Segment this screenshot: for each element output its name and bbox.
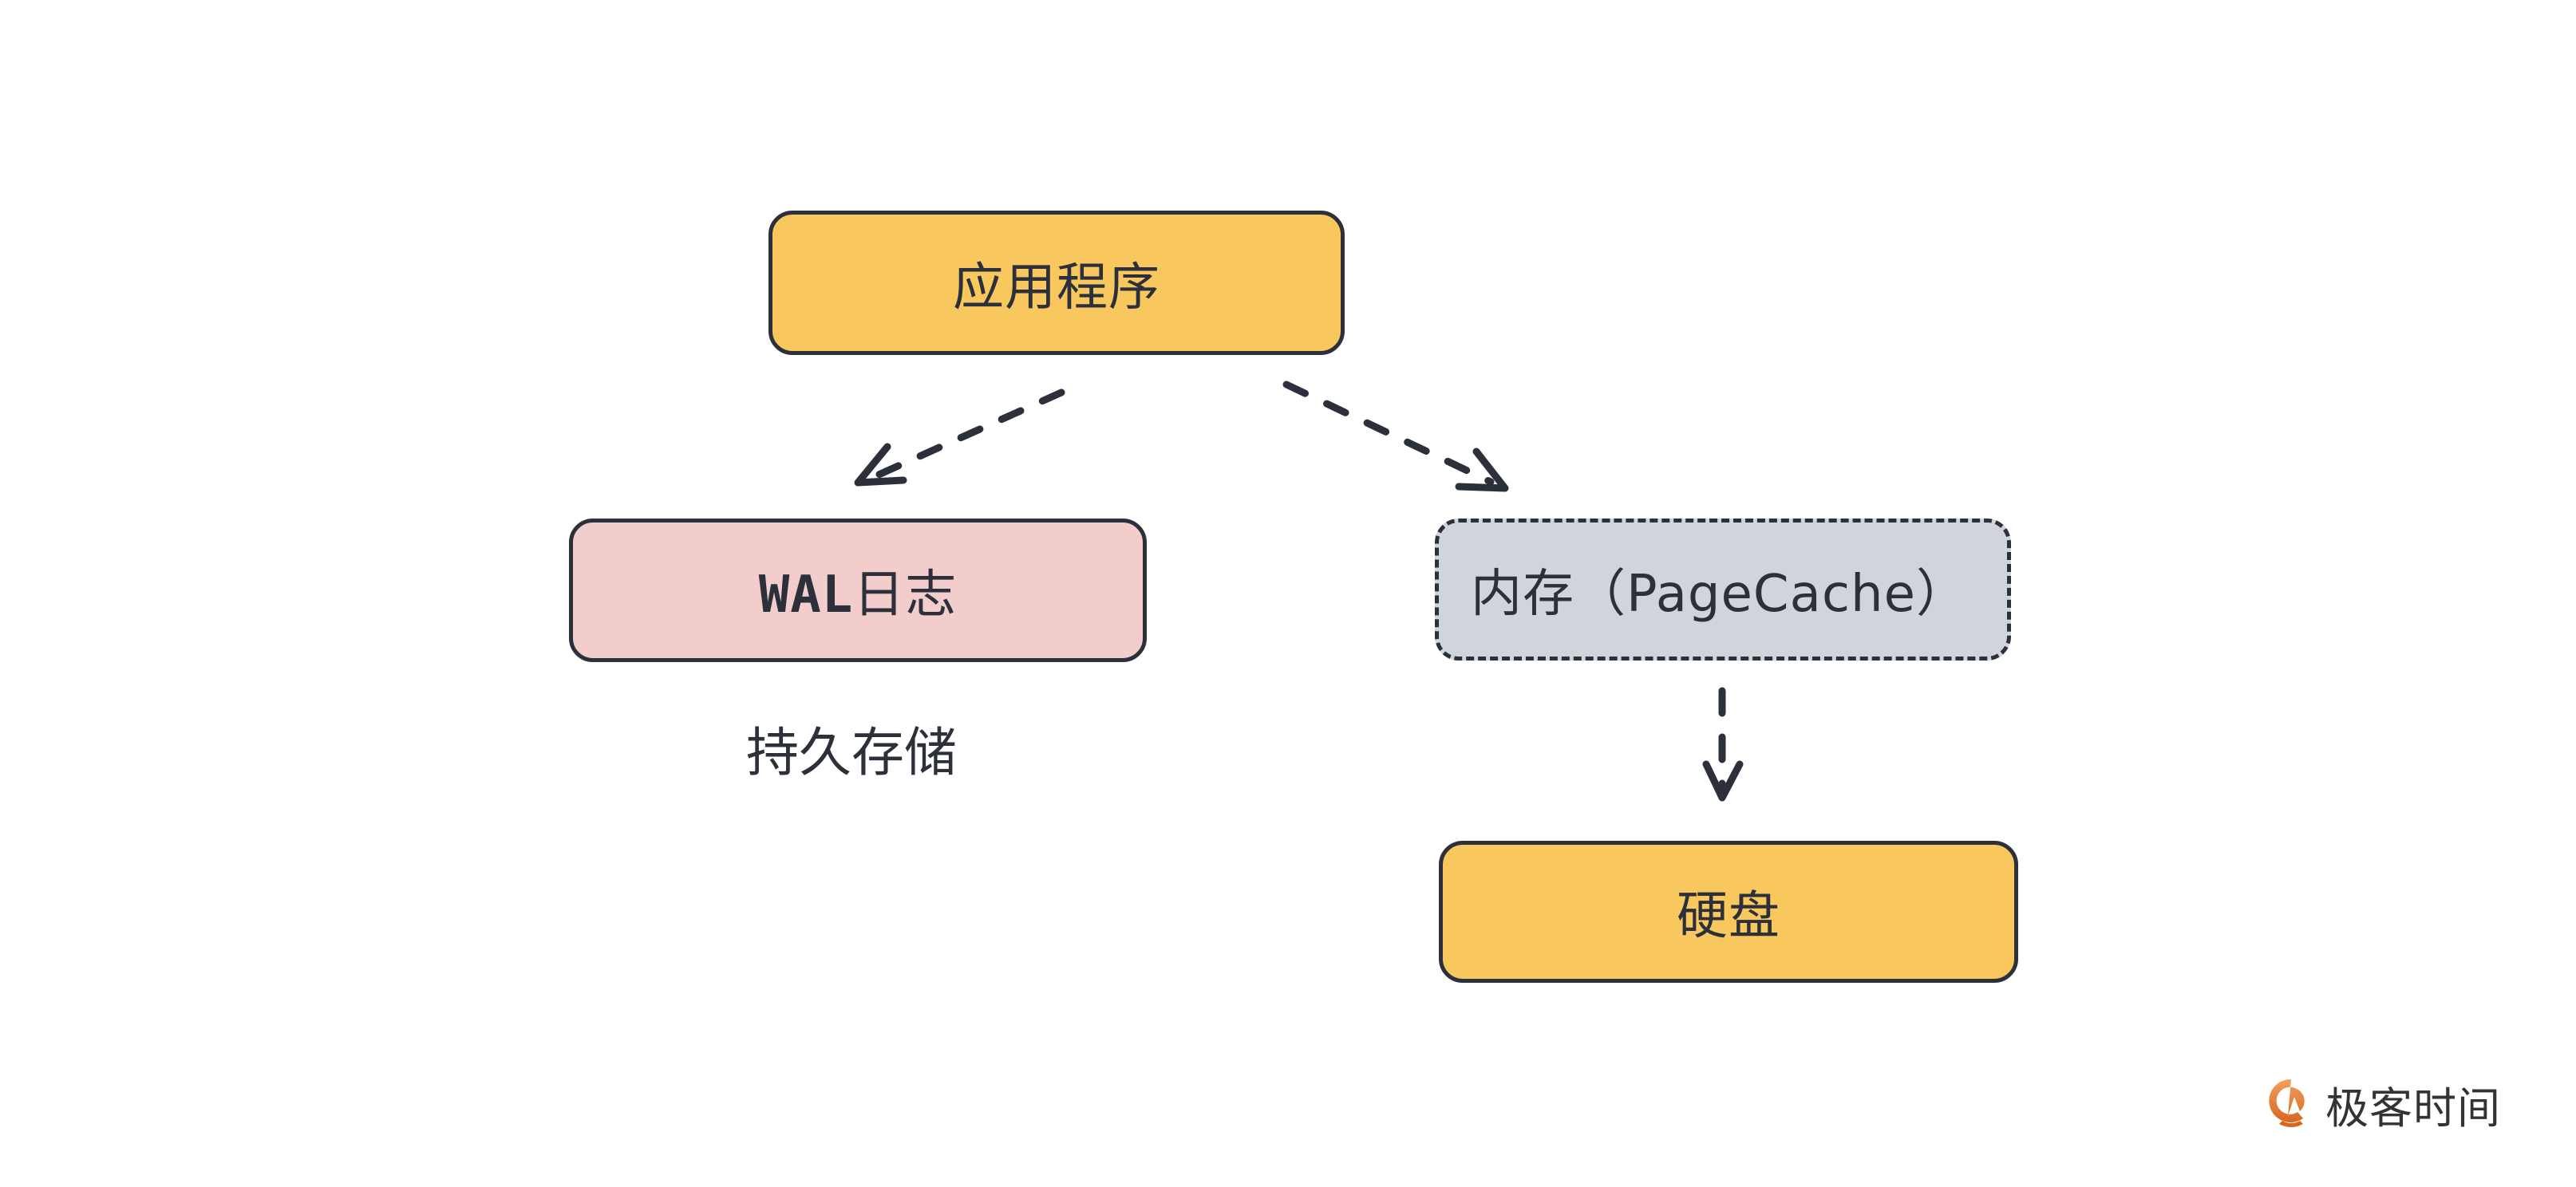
brand-logo: 极客时间 [2268, 1073, 2501, 1136]
node-wal-log: WAL日志 [569, 519, 1147, 662]
arrowhead [1702, 760, 1744, 802]
edge-app-to-wal [854, 388, 1065, 487]
persistent-storage-annotation: 持久存储 [746, 722, 957, 783]
arrowhead [1455, 448, 1509, 492]
node-memory-label: 内存（PageCache） [1471, 565, 1968, 624]
arrowhead [854, 443, 907, 487]
edge-app-to-mem [1282, 381, 1509, 492]
geektime-logo-icon [2269, 1079, 2305, 1127]
node-application-label: 应用程序 [953, 258, 1160, 317]
node-application: 应用程序 [768, 211, 1345, 355]
node-memory-pagecache: 内存（PageCache） [1435, 519, 2011, 661]
node-wal-suffix: 日志 [853, 566, 958, 625]
brand-logo-text: 极客时间 [2325, 1083, 2501, 1134]
edge-mem-to-disk [1702, 687, 1744, 802]
node-disk: 硬盘 [1439, 841, 2018, 983]
node-disk-label: 硬盘 [1677, 887, 1780, 946]
node-wal-prefix: WAL [758, 566, 854, 625]
